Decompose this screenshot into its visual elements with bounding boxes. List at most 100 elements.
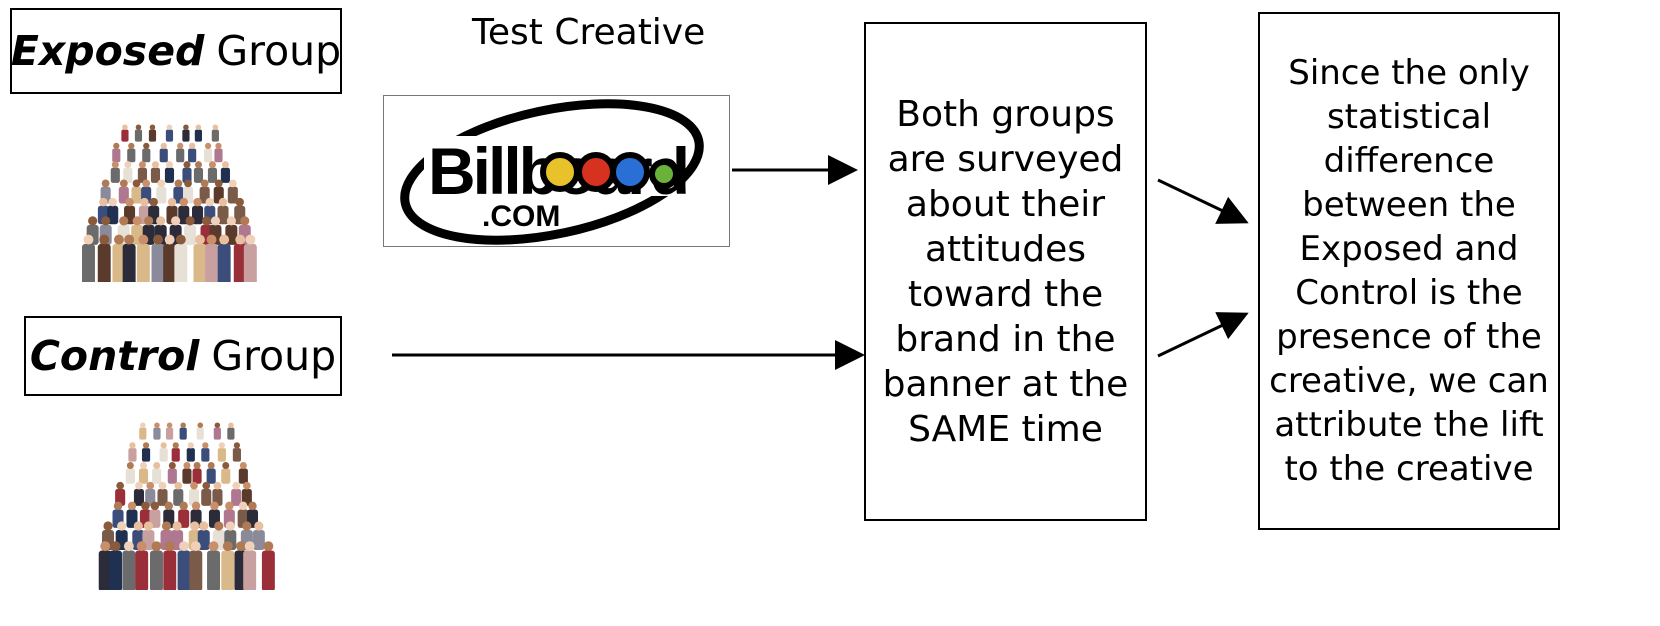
crowd-person bbox=[186, 448, 195, 462]
crowd-person-head bbox=[171, 216, 181, 226]
crowd-person-head bbox=[244, 541, 255, 552]
crowd-person-head bbox=[208, 161, 216, 169]
exposed-group-word: Group bbox=[216, 27, 342, 75]
crowd-person-head bbox=[132, 179, 141, 188]
crowd-person bbox=[174, 243, 188, 282]
crowd-person-head bbox=[245, 234, 256, 245]
crowd-person-head bbox=[190, 541, 201, 552]
crowd-person bbox=[125, 468, 135, 484]
crowd-person-head bbox=[151, 161, 159, 169]
crowd-person-head bbox=[185, 216, 195, 226]
crowd-person-head bbox=[263, 541, 274, 552]
crowd-person-head bbox=[128, 142, 135, 150]
crowd-person-head bbox=[210, 501, 219, 511]
crowd-person-head bbox=[205, 197, 215, 207]
crowd-person-head bbox=[110, 541, 121, 552]
crowd-person-head bbox=[193, 462, 201, 470]
crowd-person bbox=[157, 489, 168, 506]
crowd-person bbox=[197, 530, 210, 550]
test-creative-title: Test Creative bbox=[472, 12, 706, 53]
crowd-person bbox=[221, 550, 235, 590]
crowd-person bbox=[167, 468, 177, 484]
crowd-person bbox=[165, 427, 174, 440]
crowd-person-head bbox=[99, 234, 110, 245]
crowd-person-head bbox=[125, 197, 134, 207]
crowd-person-head bbox=[160, 142, 167, 150]
conclusion-box-text: Since the only statistical difference be… bbox=[1269, 53, 1549, 489]
crowd-person-head bbox=[156, 216, 166, 226]
crowd-person bbox=[214, 148, 223, 163]
crowd-person-head bbox=[150, 501, 160, 511]
crowd-person bbox=[241, 489, 252, 506]
crowd-person-head bbox=[116, 481, 125, 490]
crowd-person bbox=[206, 468, 216, 484]
crowd-person-head bbox=[127, 501, 137, 511]
crowd-person-head bbox=[189, 142, 196, 150]
crowd-person-head bbox=[242, 481, 251, 490]
crowd-person bbox=[138, 468, 149, 484]
crowd-person-head bbox=[88, 216, 98, 226]
crowd-person-head bbox=[193, 197, 202, 207]
control-group-word: Group bbox=[211, 332, 337, 380]
crowd-person bbox=[121, 129, 129, 142]
crowd-person bbox=[163, 550, 177, 590]
crowd-person-head bbox=[177, 142, 184, 150]
crowd-person bbox=[217, 448, 226, 462]
crowd-person-head bbox=[146, 481, 155, 490]
crowd-person bbox=[205, 243, 219, 282]
crowd-person-head bbox=[195, 124, 202, 130]
crowd-person bbox=[213, 427, 221, 440]
logo-dot-blue bbox=[610, 152, 650, 192]
crowd-person-head bbox=[111, 161, 119, 169]
crowd-person-head bbox=[168, 462, 176, 470]
crowd-person-head bbox=[165, 161, 173, 169]
crowd-person-head bbox=[179, 197, 188, 207]
crowd-person-head bbox=[221, 161, 229, 169]
crowd-person bbox=[122, 550, 136, 590]
exposed-emphasis: Exposed bbox=[10, 27, 205, 75]
control-group-label: Control Group bbox=[24, 316, 342, 396]
crowd-person-head bbox=[187, 442, 194, 449]
crowd-person-head bbox=[149, 197, 158, 207]
crowd-person-head bbox=[190, 481, 198, 490]
crowd-person bbox=[182, 129, 190, 142]
crowd-person-head bbox=[141, 501, 150, 511]
crowd-person bbox=[141, 448, 151, 462]
conclusion-box: Since the only statistical difference be… bbox=[1258, 12, 1560, 530]
crowd-person-head bbox=[222, 541, 233, 552]
crowd-person-head bbox=[160, 442, 167, 449]
crowd-person-head bbox=[140, 422, 146, 428]
crowd-person-head bbox=[101, 216, 111, 226]
crowd-person bbox=[196, 427, 204, 440]
crowd-person-head bbox=[240, 216, 250, 226]
crowd-person-head bbox=[219, 234, 230, 245]
crowd-person bbox=[110, 167, 120, 183]
crowd-person-head bbox=[207, 462, 215, 470]
crowd-person-head bbox=[108, 197, 117, 207]
crowd-person-head bbox=[184, 179, 192, 188]
crowd-person bbox=[177, 550, 191, 590]
crowd-person-head bbox=[166, 422, 173, 428]
crowd-person bbox=[221, 468, 231, 484]
crowd-person-head bbox=[233, 442, 241, 449]
crowd-person-head bbox=[172, 521, 182, 531]
crowd-person-head bbox=[157, 179, 166, 188]
crowd-person-head bbox=[254, 521, 264, 531]
crowd-person-head bbox=[154, 422, 160, 428]
crowd-person-head bbox=[225, 501, 234, 511]
crowd-person bbox=[159, 148, 168, 163]
exposed-crowd-image bbox=[82, 124, 257, 282]
crowd-person-head bbox=[235, 197, 244, 207]
crowd-person bbox=[159, 448, 168, 462]
crowd-person-head bbox=[138, 234, 149, 245]
crowd-person bbox=[135, 550, 149, 590]
crowd-person-head bbox=[158, 481, 167, 490]
crowd-person-head bbox=[143, 142, 150, 150]
crowd-person-head bbox=[124, 161, 132, 169]
crowd-person bbox=[192, 468, 202, 484]
crowd-person-head bbox=[153, 462, 161, 470]
crowd-person bbox=[182, 167, 192, 183]
crowd-person-head bbox=[201, 216, 212, 226]
crowd-person bbox=[227, 186, 238, 204]
crowd-person bbox=[193, 243, 207, 282]
